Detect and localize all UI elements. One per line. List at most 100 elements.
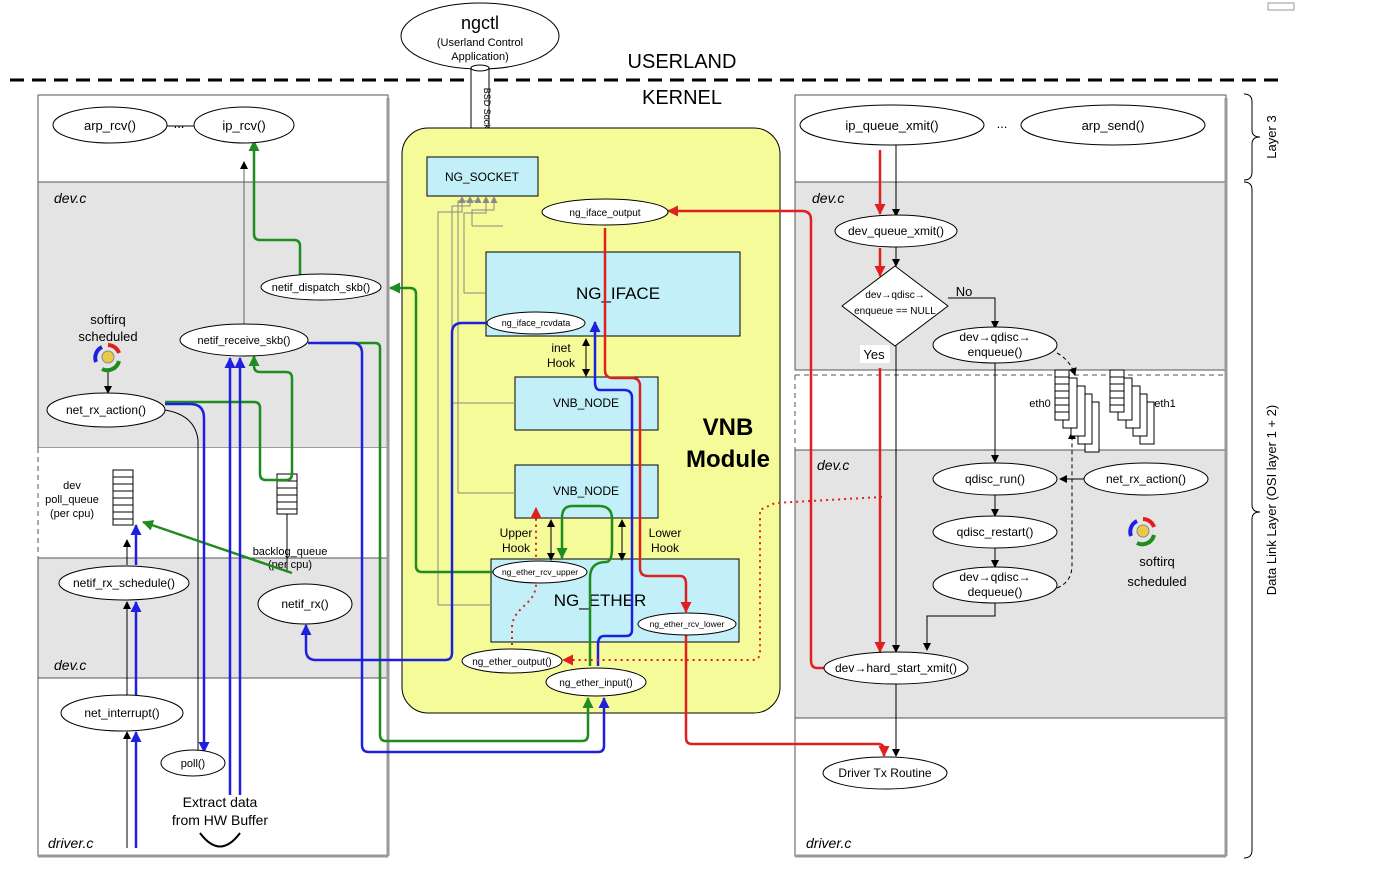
poll-node: poll() <box>160 749 226 777</box>
userland-label: USERLAND <box>628 51 737 73</box>
dev-queue-xmit-node: dev_queue_xmit() <box>834 214 958 248</box>
svg-text:dev_queue_xmit(): dev_queue_xmit() <box>848 224 944 238</box>
net-interrupt-node: net_interrupt() <box>60 694 184 732</box>
svg-text:dev→hard_start_xmit(): dev→hard_start_xmit() <box>835 661 957 675</box>
ng-ether-input-node: ng_ether_input() <box>545 667 647 697</box>
eth1-label: eth1 <box>1154 398 1175 410</box>
decision-yes-label: Yes <box>863 347 885 362</box>
left-softirq-label-2: scheduled <box>78 329 137 344</box>
ngctl-node: ngctl (Userland Control Application) <box>400 2 560 70</box>
right-black-arrows <box>892 143 1084 757</box>
red-path <box>511 150 890 757</box>
netif-dispatch-skb-node: netif_dispatch_skb() <box>260 273 382 301</box>
ip-rcv-node: ip_rcv() <box>193 106 295 144</box>
vnb-node-label-2: VNB_NODE <box>553 484 619 498</box>
poll-queue-label-3: (per cpu) <box>50 508 94 520</box>
upper-hook-label-2: Hook <box>502 541 531 555</box>
poll-queue-label-2: poll_queue <box>45 494 99 506</box>
svg-text:poll(): poll() <box>181 758 205 770</box>
hard-start-xmit-node: dev→hard_start_xmit() <box>823 651 969 685</box>
data-link-layer-label: Data Link Layer (OSI layer 1 + 2) <box>1264 405 1279 595</box>
left-devc-label-2: dev.c <box>54 657 86 673</box>
vnb-node-label-1: VNB_NODE <box>553 396 619 410</box>
ng-socket-box <box>426 156 539 197</box>
qdisc-dequeue-node: dev→qdisc→ dequeue() <box>932 566 1058 604</box>
svg-text:qdisc_run(): qdisc_run() <box>965 472 1025 486</box>
right-devc-label-2: dev.c <box>817 457 849 473</box>
svg-text:ng_iface_rcvdata: ng_iface_rcvdata <box>502 318 571 328</box>
upper-hook-label-1: Upper <box>500 526 533 540</box>
svg-text:netif_rx(): netif_rx() <box>281 597 328 611</box>
svg-text:arp_send(): arp_send() <box>1082 118 1145 133</box>
backlog-queue-label-1: backlog_queue <box>253 546 328 558</box>
vnb-title-2: Module <box>686 446 770 473</box>
left-devc-label: dev.c <box>54 190 86 206</box>
left-black-arrows <box>104 125 288 848</box>
arp-send-node: arp_send() <box>1020 104 1206 146</box>
ng-ether-rcv-upper-node: ng_ether_rcv_upper <box>492 560 588 584</box>
vnb-node-box-1 <box>514 376 659 431</box>
svg-text:ng_ether_rcv_lower: ng_ether_rcv_lower <box>650 619 725 629</box>
left-net-rx-action-node: net_rx_action() <box>46 392 166 428</box>
ng-ether-label: NG_ETHER <box>554 591 647 610</box>
svg-text:enqueue == NULL: enqueue == NULL <box>854 306 936 317</box>
ng-iface-output-node: ng_iface_output <box>541 198 669 226</box>
svg-text:ngctl: ngctl <box>461 13 499 33</box>
inet-hook-label-1: inet <box>551 341 571 355</box>
svg-text:ng_ether_output(): ng_ether_output() <box>472 657 552 668</box>
svg-text:netif_receive_skb(): netif_receive_skb() <box>198 335 291 347</box>
netif-rx-schedule-node: netif_rx_schedule() <box>58 565 190 601</box>
svg-text:enqueue(): enqueue() <box>968 345 1023 359</box>
ng-iface-label: NG_IFACE <box>576 284 660 303</box>
svg-text:dev→qdisc→: dev→qdisc→ <box>959 570 1030 584</box>
inet-hook-label-2: Hook <box>547 356 576 370</box>
right-ellipsis: ... <box>997 116 1008 131</box>
qdisc-run-node: qdisc_run() <box>932 462 1058 496</box>
qdisc-decision-diamond: dev→qdisc→ enqueue == NULL <box>841 265 949 347</box>
svg-text:ng_iface_output: ng_iface_output <box>569 208 640 219</box>
userland-kernel-boundary: USERLAND KERNEL <box>10 51 1282 109</box>
right-driverc-label: driver.c <box>806 835 851 851</box>
left-softirq-cycle-icon <box>93 343 121 373</box>
eth1-queue-stack <box>1109 369 1155 445</box>
extract-data-label-1: Extract data <box>183 794 258 810</box>
lower-hook-label-1: Lower <box>649 526 682 540</box>
svg-text:ng_ether_rcv_upper: ng_ether_rcv_upper <box>502 567 578 577</box>
right-net-rx-action-node: net_rx_action() <box>1083 462 1209 496</box>
svg-text:dequeue(): dequeue() <box>968 585 1023 599</box>
ng-ether-rcv-lower-node: ng_ether_rcv_lower <box>637 612 737 636</box>
svg-text:ng_ether_input(): ng_ether_input() <box>559 678 632 689</box>
qdisc-restart-node: qdisc_restart() <box>932 515 1058 549</box>
netif-receive-skb-node: netif_receive_skb() <box>179 323 309 357</box>
eth0-label: eth0 <box>1029 398 1050 410</box>
extract-data-label-2: from HW Buffer <box>172 812 269 828</box>
ng-iface-rcvdata-node: ng_iface_rcvdata <box>486 311 586 335</box>
netif-rx-node: netif_rx() <box>257 583 353 625</box>
qdisc-enqueue-node: dev→qdisc→ enqueue() <box>932 326 1058 364</box>
svg-text:ip_queue_xmit(): ip_queue_xmit() <box>845 118 938 133</box>
poll-queue-stack <box>112 469 134 526</box>
left-driverc-label: driver.c <box>48 835 93 851</box>
left-softirq-label-1: softirq <box>90 312 125 327</box>
svg-text:net_rx_action(): net_rx_action() <box>66 403 146 417</box>
arp-rcv-node: arp_rcv() <box>52 106 168 144</box>
right-softirq-label-2: scheduled <box>1127 574 1186 589</box>
layer3-label: Layer 3 <box>1264 115 1279 158</box>
ng-socket-label: NG_SOCKET <box>445 170 520 184</box>
backlog-queue-label-2: (per cpu) <box>268 559 312 571</box>
svg-text:net_interrupt(): net_interrupt() <box>84 706 159 720</box>
ng-ether-output-node: ng_ether_output() <box>461 648 563 674</box>
layer-braces: Layer 3 Data Link Layer (OSI layer 1 + 2… <box>1243 93 1279 859</box>
right-softirq-cycle-icon <box>1128 517 1156 547</box>
svg-text:dev→qdisc→: dev→qdisc→ <box>959 330 1030 344</box>
lower-hook-label-2: Hook <box>651 541 680 555</box>
window-corner-widget <box>1267 2 1295 11</box>
svg-text:netif_dispatch_skb(): netif_dispatch_skb() <box>272 282 370 294</box>
green-path <box>142 140 614 743</box>
left-ellipsis: ... <box>174 116 185 131</box>
ip-queue-xmit-node: ip_queue_xmit() <box>799 104 985 146</box>
poll-queue-label-1: dev <box>63 480 81 492</box>
svg-text:(Userland Control: (Userland Control <box>437 37 523 49</box>
svg-text:net_rx_action(): net_rx_action() <box>1106 472 1186 486</box>
